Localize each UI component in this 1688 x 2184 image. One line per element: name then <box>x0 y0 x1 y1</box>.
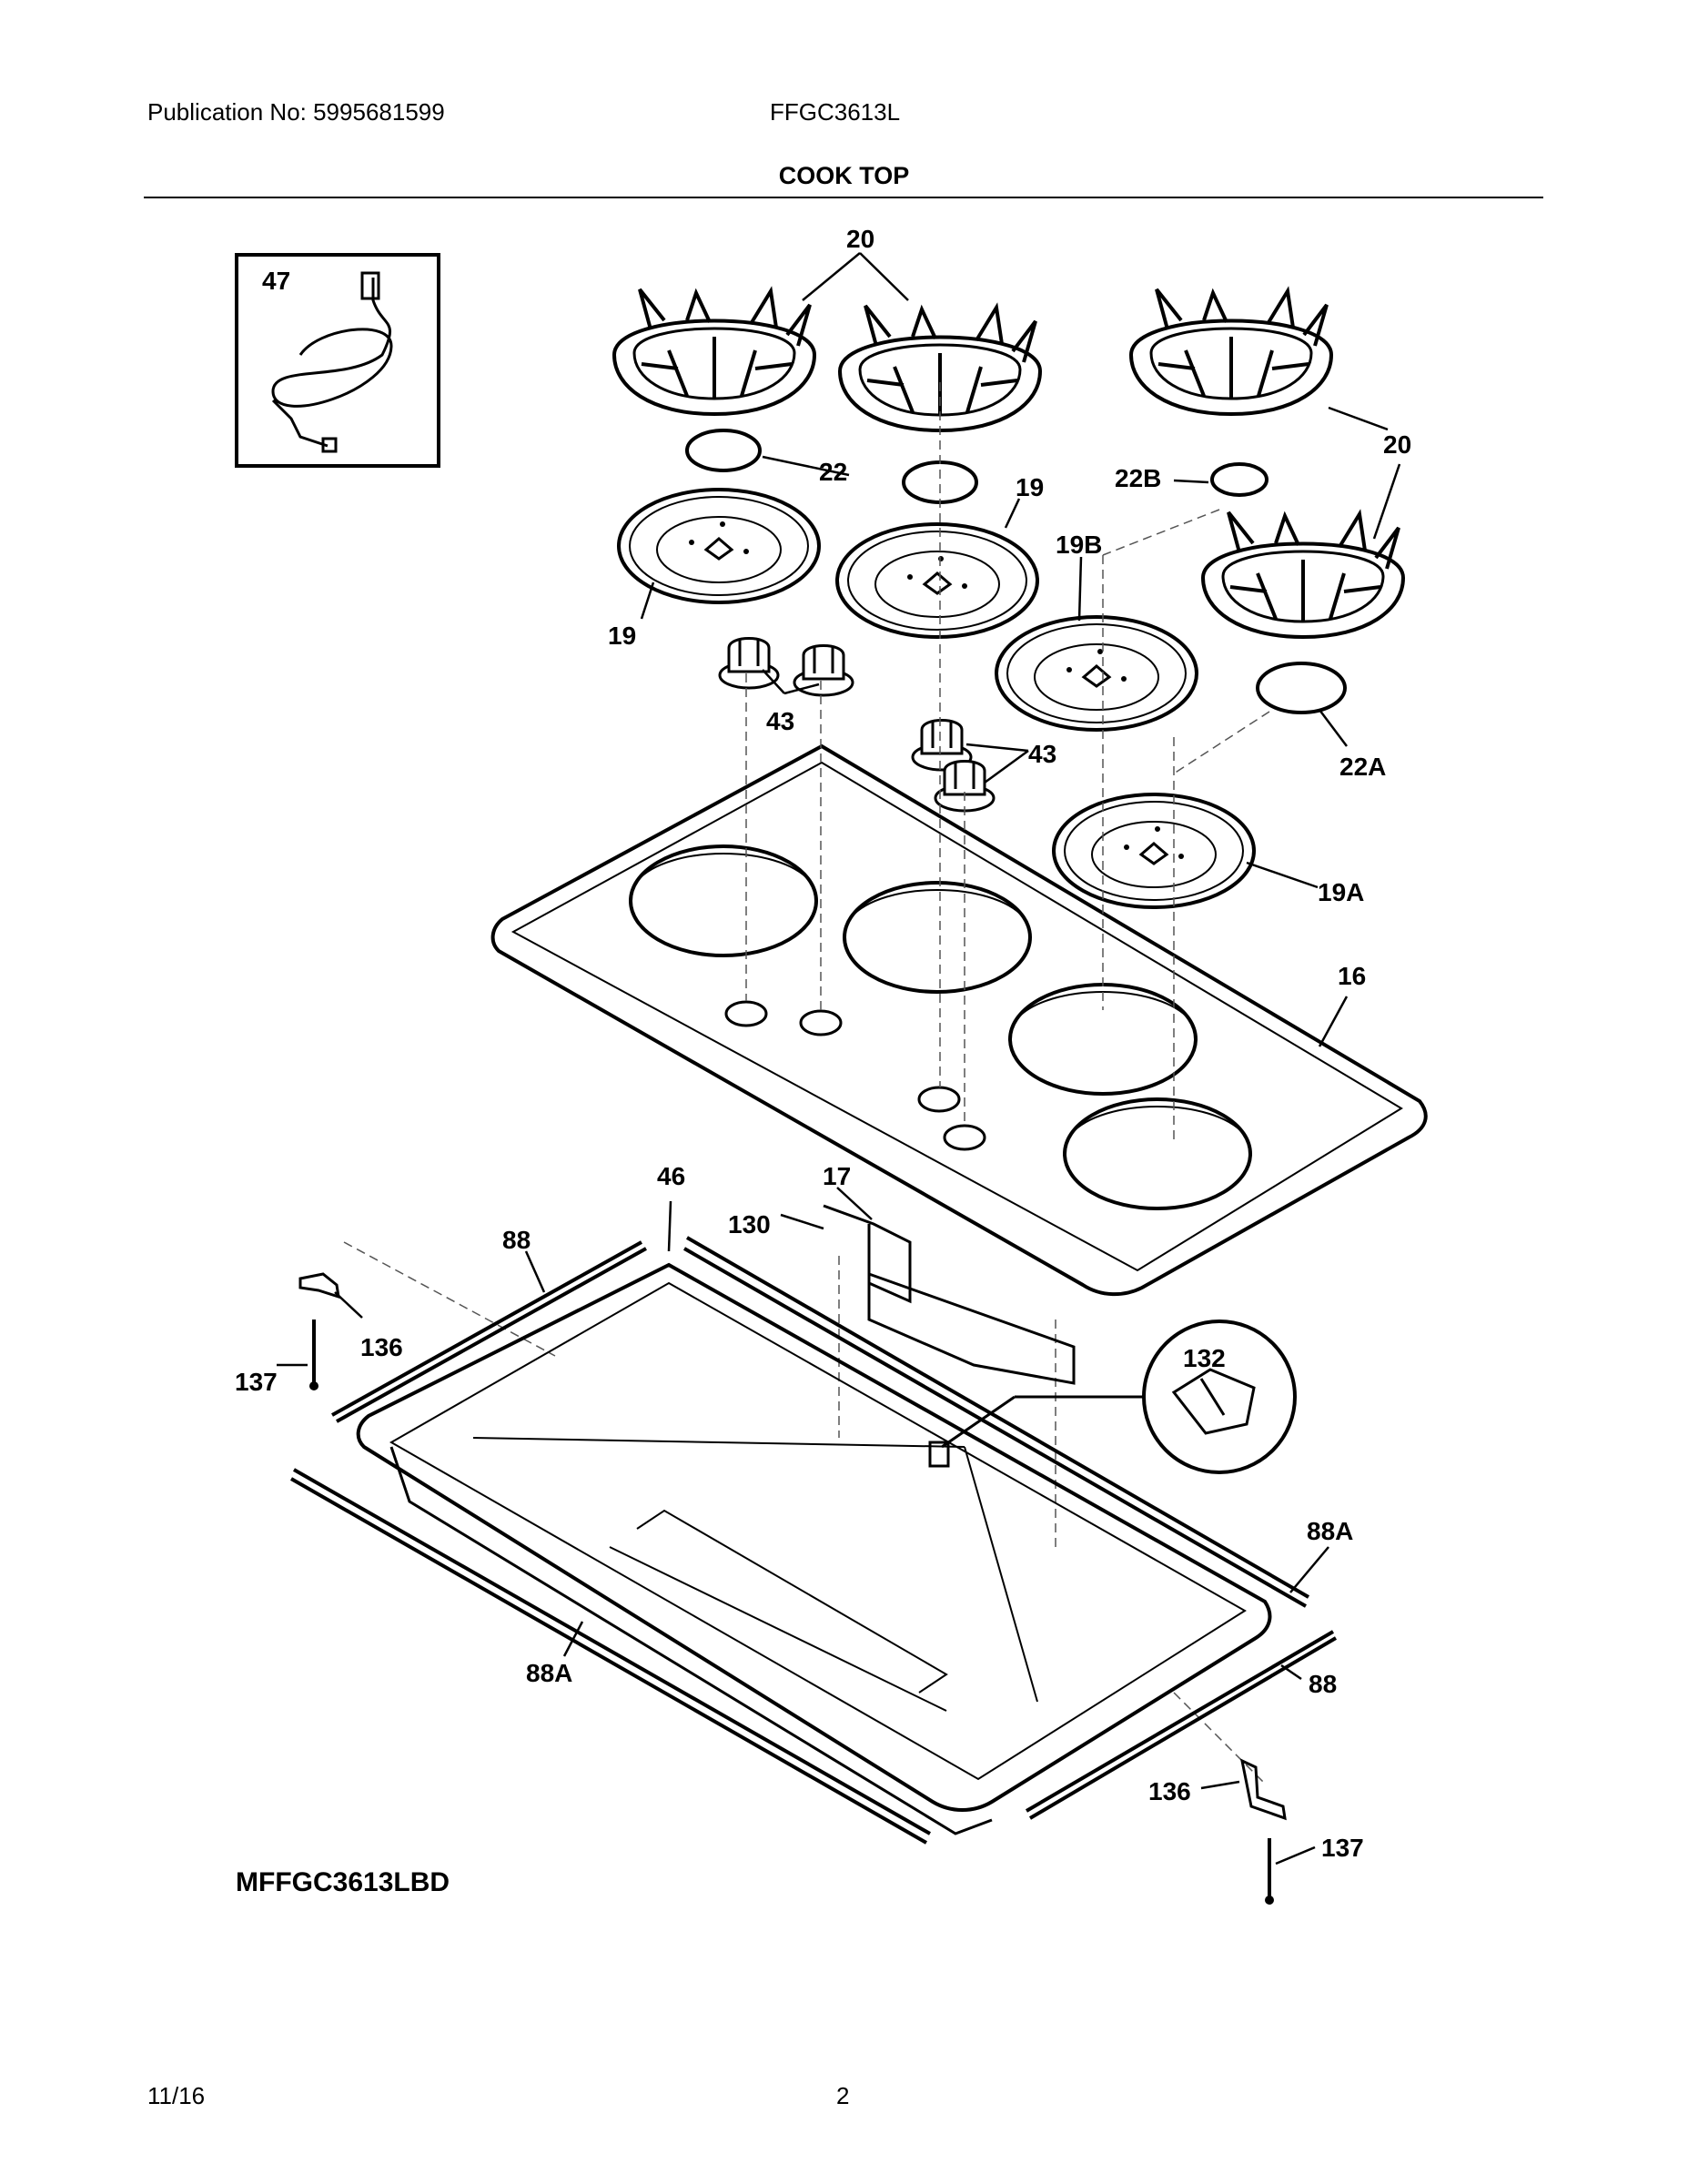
header-divider <box>144 197 1543 198</box>
revision-date: 11/16 <box>147 2082 206 2109</box>
part-label: 132 <box>1183 1344 1226 1372</box>
part-label: 19 <box>1016 473 1044 501</box>
part-label: 16 <box>1338 962 1366 990</box>
publication-number: Publication No: 5995681599 <box>147 98 445 126</box>
part-label: 19A <box>1318 878 1364 906</box>
part-label: 47 <box>262 267 290 295</box>
part-label: 20 <box>1383 430 1411 459</box>
part-label: 22 <box>819 458 847 486</box>
part-label: 22A <box>1339 753 1386 781</box>
part-label: 20 <box>846 225 874 253</box>
part-label: 88 <box>502 1226 531 1254</box>
part-label: 130 <box>728 1210 771 1239</box>
part-label: 43 <box>1028 740 1056 768</box>
part-label: 19 <box>608 622 636 650</box>
part-label: 136 <box>1148 1777 1191 1805</box>
part-label: 88A <box>1307 1517 1353 1545</box>
part-label: 137 <box>1321 1834 1364 1862</box>
part-label: 88 <box>1309 1670 1337 1698</box>
part-label: 17 <box>823 1162 851 1190</box>
part-label: 88A <box>526 1659 572 1687</box>
part-label: 137 <box>235 1368 278 1396</box>
part-label: 19B <box>1056 531 1102 559</box>
diagram-code: MFFGC3613LBD <box>236 1867 450 1897</box>
model-number: FFGC3613L <box>770 98 901 126</box>
part-label: 43 <box>766 707 794 735</box>
part-label: 46 <box>657 1162 685 1190</box>
part-label: 22B <box>1115 464 1161 492</box>
page-number: 2 <box>836 2082 850 2109</box>
page-title: COOK TOP <box>778 162 910 189</box>
part-label: 136 <box>360 1333 403 1361</box>
